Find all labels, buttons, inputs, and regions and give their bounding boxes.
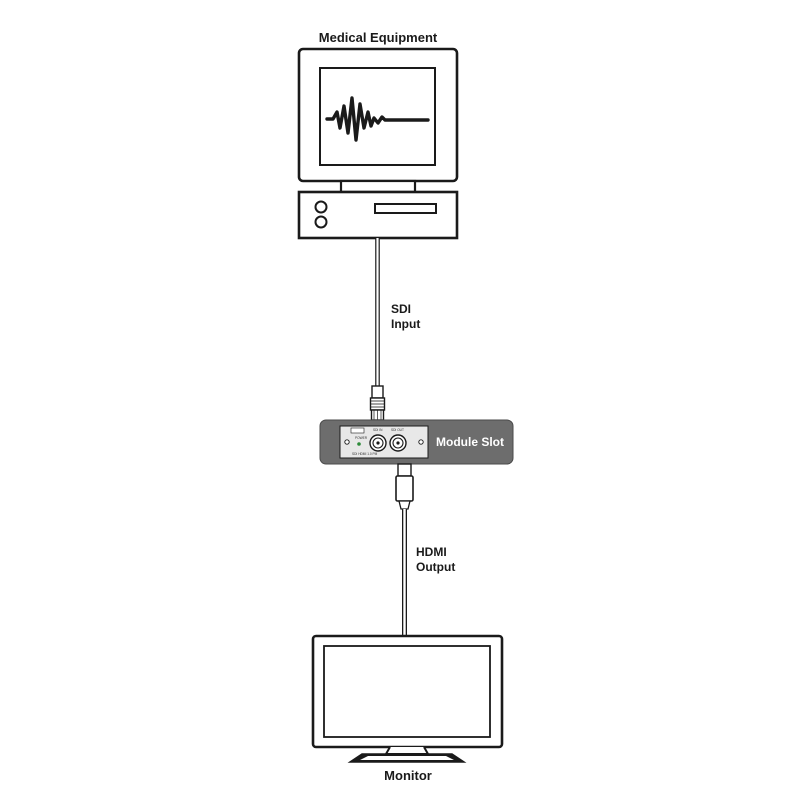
medical-equipment-label: Medical Equipment: [319, 30, 438, 45]
hdmi-output-label-line2: Output: [416, 560, 455, 574]
sdi-input-label-line2: Input: [391, 317, 420, 331]
sdi-cable: [369, 238, 386, 421]
medical-equipment-device: [297, 47, 459, 240]
waveform-icon: [325, 96, 430, 142]
sdi-out-port-label: SDI OUT: [391, 428, 404, 432]
screw-icon: [418, 439, 424, 445]
monitor-stand-neck: [384, 746, 430, 755]
monitor-label: Monitor: [384, 768, 432, 783]
monitor-device: [311, 634, 504, 763]
power-label: POWER: [355, 436, 368, 440]
cpu-button-icon: [314, 200, 328, 214]
power-led-icon: [357, 442, 361, 446]
monitor-screen: [323, 645, 491, 738]
module-slot-label: Module Slot: [436, 435, 504, 449]
sdi-input-label-line1: SDI: [391, 302, 411, 316]
cpu-box: [297, 190, 459, 240]
crt-neck: [339, 179, 417, 194]
hdmi-cable: [395, 463, 414, 637]
cpu-drive-slot: [374, 203, 437, 214]
hdmi-output-label-line1: HDMI: [416, 545, 447, 559]
sdi-in-port-label: SDI IN: [373, 428, 383, 432]
module-slot: POWER SDI IN SDI OUT SDI HDMI 1.0 PM Mod…: [319, 419, 514, 465]
screw-icon: [344, 439, 350, 445]
cpu-button-icon: [314, 215, 328, 229]
brand-logo-icon: [350, 427, 365, 434]
module-model-text: SDI HDMI 1.0 PM: [352, 452, 378, 456]
